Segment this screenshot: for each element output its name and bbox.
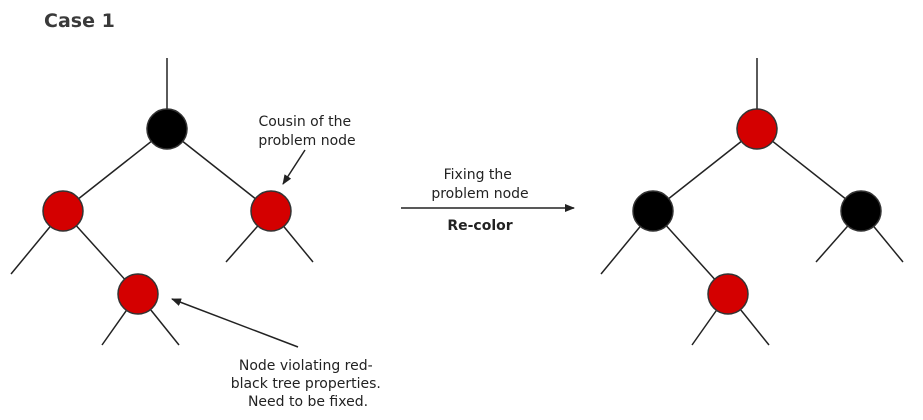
after-edge-root-left xyxy=(652,128,758,212)
after-root-node xyxy=(736,108,778,150)
after-edge-root-right xyxy=(756,128,862,212)
tree-after xyxy=(600,58,904,346)
before-left-node xyxy=(42,190,84,232)
before-problem-node xyxy=(117,273,159,315)
tree-before xyxy=(10,58,314,346)
fixing-label: Fixing the problem node xyxy=(431,167,528,202)
cousin-label: Cousin of the problem node xyxy=(258,114,355,149)
before-root-node xyxy=(146,108,188,150)
violation-arrow xyxy=(171,298,299,348)
after-left-node xyxy=(632,190,674,232)
before-right-node xyxy=(250,190,292,232)
violation-label: Node violating red- black tree propertie… xyxy=(231,358,386,410)
after-child-node xyxy=(707,273,749,315)
edge-root-left xyxy=(62,128,168,212)
case-title: Case 1 xyxy=(44,10,115,32)
edge-root-right xyxy=(166,128,272,212)
cousin-arrow xyxy=(282,149,306,185)
after-right-node xyxy=(840,190,882,232)
recolor-label: Re-color xyxy=(447,218,512,234)
